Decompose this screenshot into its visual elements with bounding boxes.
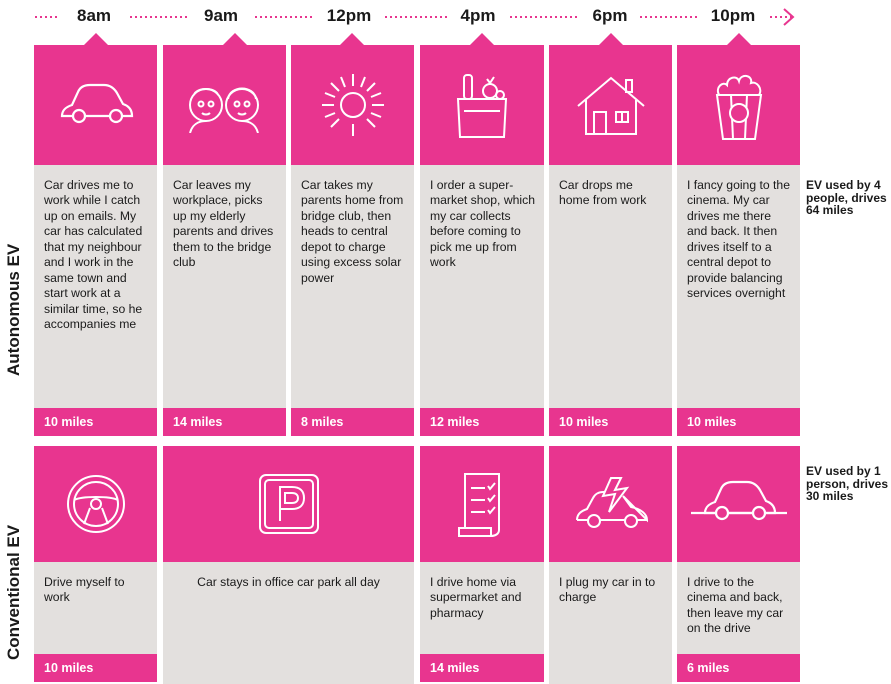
miles-label: 8 miles <box>291 408 414 436</box>
cell-text: I drive home via supermarket and pharmac… <box>430 575 522 620</box>
cell-text: Car stays in office car park all day <box>197 575 380 589</box>
miles-label: 10 miles <box>549 408 672 436</box>
summary-conventional: EV used by 1 person, drives 30 miles <box>806 464 889 504</box>
timeline: 8am 9am 12pm 4pm 6pm 10pm <box>0 0 891 36</box>
miles-label: 14 miles <box>163 408 286 436</box>
conventional-cell: Drive myself to work 10 miles <box>34 446 157 684</box>
row-label-autonomous: Autonomous EV <box>4 243 23 376</box>
autonomous-cell: Car drives me to work while I catch up o… <box>34 33 157 436</box>
cell-text: Car takes my parents home from bridge cl… <box>301 178 404 285</box>
cell-text: Car drives me to work while I catch up o… <box>44 178 143 332</box>
autonomous-cell: Car takes my parents home from bridge cl… <box>291 33 414 436</box>
miles-label: 12 miles <box>420 408 544 436</box>
time-label: 9am <box>190 6 252 26</box>
miles-label: 10 miles <box>677 408 800 436</box>
conventional-cell: Car stays in office car park all day <box>163 446 414 684</box>
car-icon <box>677 446 800 562</box>
autonomous-cell: I fancy going to the cinema. My car driv… <box>677 33 800 436</box>
miles-label: 10 miles <box>34 654 157 682</box>
popcorn-icon <box>677 45 800 165</box>
time-label: 10pm <box>697 6 769 26</box>
conventional-cell: I plug my car in to charge <box>549 446 672 684</box>
time-label: 12pm <box>313 6 385 26</box>
house-icon <box>549 45 672 165</box>
grocery-bag-icon <box>420 45 544 165</box>
cell-text: I plug my car in to charge <box>559 575 656 605</box>
time-label: 6pm <box>580 6 640 26</box>
conventional-cell: I drive to the cinema and back, then lea… <box>677 446 800 684</box>
autonomous-cell: Car drops me home from work 10 miles <box>549 33 672 436</box>
cell-text: I drive to the cinema and back, then lea… <box>687 575 784 636</box>
row-label-conventional: Conventional EV <box>4 524 23 660</box>
charging-car-icon <box>549 446 672 562</box>
cell-text: I order a super-market shop, which my ca… <box>430 178 535 270</box>
cell-text: Car drops me home from work <box>559 178 647 208</box>
steering-wheel-icon <box>34 446 157 562</box>
cell-text: Drive myself to work <box>44 575 125 605</box>
sun-icon <box>291 45 414 165</box>
miles-label: 14 miles <box>420 654 544 682</box>
cell-text: I fancy going to the cinema. My car driv… <box>687 178 790 301</box>
car-icon <box>34 45 157 165</box>
time-label: 4pm <box>448 6 508 26</box>
elderly-couple-icon <box>163 45 286 165</box>
miles-label: 6 miles <box>677 654 800 682</box>
parking-icon <box>163 446 414 562</box>
autonomous-cell: I order a super-market shop, which my ca… <box>420 33 544 436</box>
conventional-cell: I drive home via supermarket and pharmac… <box>420 446 544 684</box>
cell-text: Car leaves my workplace, picks up my eld… <box>173 178 274 270</box>
miles-label: 10 miles <box>34 408 157 436</box>
time-label: 8am <box>58 6 130 26</box>
timeline-dotted-line <box>35 8 795 26</box>
receipt-icon <box>420 446 544 562</box>
summary-autonomous: EV used by 4 people, drives 64 miles <box>806 178 887 218</box>
autonomous-cell: Car leaves my workplace, picks up my eld… <box>163 33 286 436</box>
